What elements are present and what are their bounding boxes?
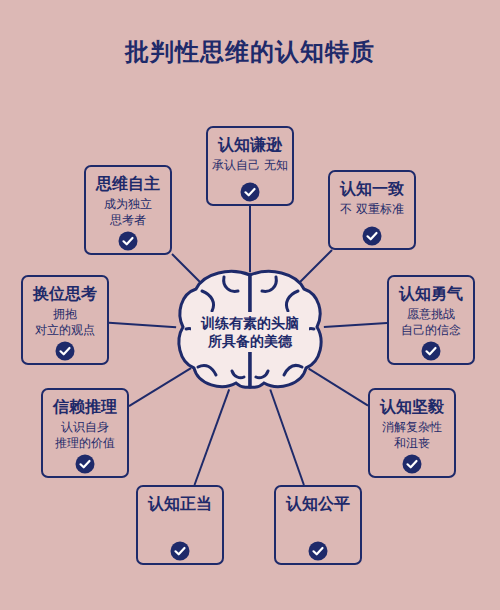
check-circle <box>76 454 95 473</box>
check-mark <box>61 348 70 354</box>
brain-outline <box>232 371 244 378</box>
trait-box: 信赖推理认识自身 推理的价值 <box>41 388 129 477</box>
brain-outline <box>202 291 214 311</box>
trait-heading: 认知勇气 <box>399 284 463 304</box>
trait-heading: 认知一致 <box>340 179 404 199</box>
check-circle <box>403 454 422 473</box>
trait-description: 拥抱 对立的观点 <box>27 307 103 338</box>
connector-line <box>109 323 176 327</box>
brain-outline <box>198 365 216 375</box>
trait-box: 认知坚毅消解复杂性 和沮丧 <box>368 388 456 477</box>
brain-outline <box>284 365 302 375</box>
trait-description: 成为独立 思考者 <box>90 197 166 228</box>
check-icon <box>362 226 382 246</box>
trait-heading: 思维自主 <box>96 174 160 194</box>
center-text: 训练有素的头脑 所具备的美德 <box>191 312 309 352</box>
trait-description: 消解复杂性 和沮丧 <box>374 420 450 451</box>
trait-box: 认知正当 <box>136 485 224 565</box>
check-circle <box>56 341 75 360</box>
trait-box: 认知公平 <box>274 485 362 565</box>
trait-box: 认知一致不 双重标准 <box>328 170 416 250</box>
trait-description: 认识自身 推理的价值 <box>47 420 123 451</box>
trait-heading: 认知谦逊 <box>218 135 282 155</box>
check-mark <box>368 233 377 239</box>
trait-heading: 换位思考 <box>33 284 97 304</box>
check-icon <box>75 454 95 474</box>
trait-heading: 认知正当 <box>148 494 212 514</box>
trait-description: 不 双重标准 <box>334 202 410 218</box>
diagram-title: 批判性思维的认知特质 <box>0 36 500 68</box>
check-circle <box>422 341 441 360</box>
connector-line <box>324 323 387 327</box>
check-mark <box>314 548 323 554</box>
brain-outline <box>286 291 298 311</box>
check-mark <box>408 461 417 467</box>
connector-line <box>309 369 368 406</box>
connector-line <box>297 250 332 285</box>
brain-node: 训练有素的头脑 所具备的美德 <box>172 267 328 397</box>
check-circle <box>309 542 328 561</box>
connector-line <box>172 254 203 285</box>
check-circle <box>119 231 138 250</box>
check-mark <box>427 348 436 354</box>
check-circle <box>171 542 190 561</box>
brain-outline <box>224 277 238 291</box>
trait-description: 承认自己 无知 <box>212 158 288 174</box>
check-icon <box>421 341 441 361</box>
check-mark <box>81 461 90 467</box>
trait-box: 换位思考拥抱 对立的观点 <box>21 275 109 364</box>
check-circle <box>363 227 382 246</box>
trait-heading: 认知坚毅 <box>380 397 444 417</box>
check-icon <box>118 231 138 251</box>
check-icon <box>170 541 190 561</box>
connector-line <box>129 368 191 406</box>
check-circle <box>241 183 260 202</box>
trait-box: 思维自主成为独立 思考者 <box>84 165 172 254</box>
trait-box: 认知谦逊承认自己 无知 <box>206 126 294 206</box>
check-icon <box>402 454 422 474</box>
check-mark <box>246 189 255 195</box>
check-mark <box>124 238 133 244</box>
connector-line <box>270 390 304 485</box>
check-icon <box>240 182 260 202</box>
brain-outline <box>262 277 276 291</box>
trait-description: 愿意挑战 自己的信念 <box>393 307 469 338</box>
trait-heading: 信赖推理 <box>53 397 117 417</box>
connector-line <box>249 206 251 272</box>
connector-line <box>195 389 230 485</box>
check-mark <box>176 548 185 554</box>
trait-box: 认知勇气愿意挑战 自己的信念 <box>387 275 475 364</box>
check-icon <box>308 541 328 561</box>
check-icon <box>55 341 75 361</box>
brain-outline <box>256 371 268 378</box>
trait-heading: 认知公平 <box>286 494 350 514</box>
